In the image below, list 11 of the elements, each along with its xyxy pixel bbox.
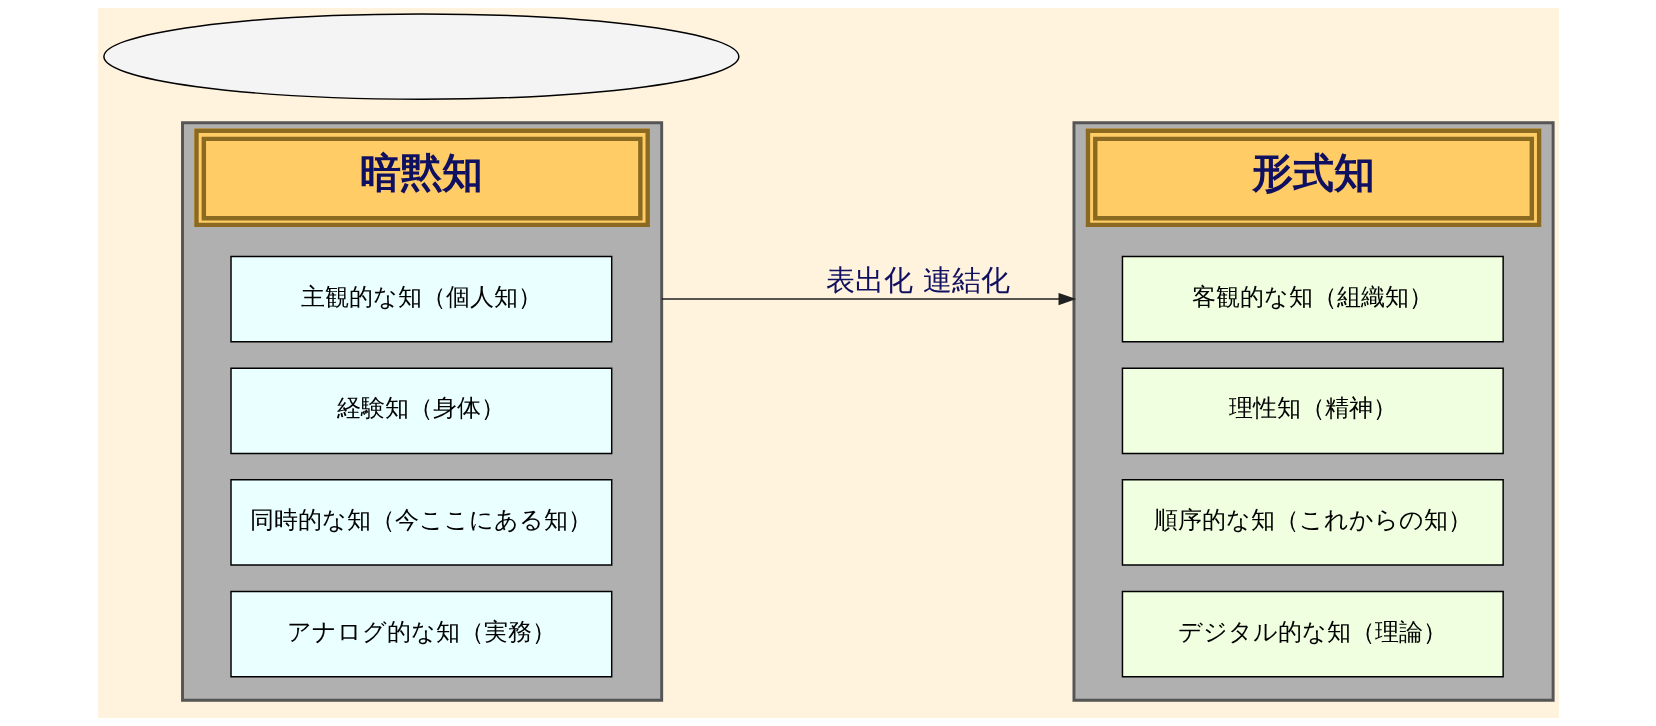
node-cloud	[102, 13, 740, 100]
edge-label: 表出化 連結化	[825, 263, 1010, 298]
node-box: 同時的な知（今ここにある知）	[229, 479, 612, 566]
node-box: 経験知（身体）	[229, 367, 612, 455]
node-box: 客観的な知（組織知）	[1121, 255, 1504, 343]
node-box: デジタル的な知（理論）	[1121, 590, 1504, 678]
node-box: 順序的な知（これからの知）	[1121, 479, 1504, 566]
node-box: アナログ的な知（実務）	[229, 590, 612, 678]
arrow	[660, 292, 1076, 306]
node-box: 理性知（精神）	[1121, 367, 1504, 455]
node-box: 主観的な知（個人知）	[229, 255, 612, 343]
